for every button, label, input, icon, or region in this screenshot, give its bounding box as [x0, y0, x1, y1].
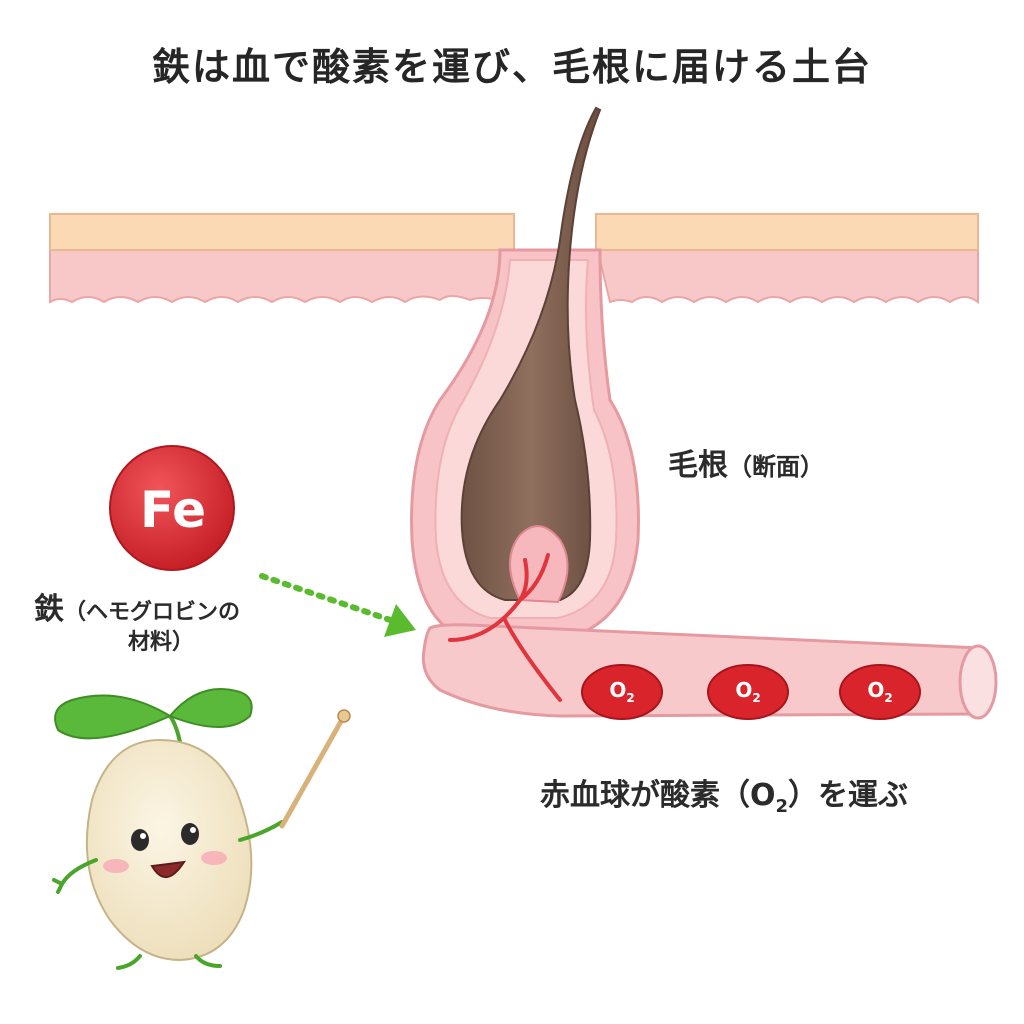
- capillary: [448, 553, 562, 702]
- arm-right: [238, 820, 284, 842]
- iron-label-main: 鉄: [34, 592, 64, 627]
- iron-symbol: Fe: [139, 481, 207, 539]
- rbc-label-before: 赤血球が酸素（O: [540, 778, 776, 813]
- cheek-left: [103, 859, 129, 873]
- red-blood-cells: [581, 664, 921, 720]
- oxygen-symbol: O: [867, 678, 885, 702]
- iron-label-line2: 材料）: [128, 630, 195, 655]
- skin-layers: [49, 213, 979, 305]
- eye-left: [131, 829, 149, 851]
- leg-right: [194, 954, 222, 968]
- pointer-stick: [279, 713, 347, 829]
- arm-left: [52, 858, 98, 894]
- red-blood-cell: [839, 664, 921, 720]
- page-title: 鉄は血で酸素を運び、毛根に届ける土台: [151, 45, 872, 89]
- oxygen-label: O2: [847, 678, 913, 708]
- arrow-head-icon: [384, 604, 416, 637]
- iron-label: 鉄（ヘモグロビンの: [34, 584, 240, 628]
- seed-body: [85, 738, 253, 962]
- skin-left-top: [49, 213, 515, 251]
- hair-root-label: 毛根（断面）: [668, 440, 824, 484]
- sprout-mascot: [52, 688, 351, 970]
- oxygen-subscript: 2: [752, 691, 761, 705]
- oxygen-symbol: O: [609, 678, 627, 702]
- red-blood-cell: [581, 664, 663, 720]
- iron-circle: [109, 445, 235, 571]
- red-blood-cell-label: 赤血球が酸素（O2）を運ぶ: [540, 770, 908, 817]
- leaf-left: [54, 694, 173, 740]
- mouth: [150, 860, 186, 878]
- cheek-right: [201, 851, 227, 865]
- eye-right: [181, 823, 199, 845]
- oxygen-subscript: 2: [626, 691, 635, 705]
- leaf-right: [168, 688, 253, 728]
- dotted-arrow: [259, 573, 416, 637]
- hair-root-label-main: 毛根: [668, 448, 728, 483]
- rbc-label-after: ）を運ぶ: [788, 778, 909, 813]
- vessel-opening: [958, 644, 998, 720]
- red-blood-cell: [707, 664, 789, 720]
- leg-left: [116, 954, 142, 970]
- dermal-papilla: [509, 525, 569, 604]
- iron-label-sub: （ヘモグロビンの: [64, 600, 241, 625]
- oxygen-label: O2: [715, 678, 781, 708]
- rbc-label-subscript: 2: [775, 796, 789, 817]
- skin-right-top: [595, 213, 979, 251]
- oxygen-symbol: O: [735, 678, 753, 702]
- oxygen-subscript: 2: [884, 691, 893, 705]
- hair-root-label-sub: （断面）: [728, 453, 824, 481]
- oxygen-label: O2: [589, 678, 655, 708]
